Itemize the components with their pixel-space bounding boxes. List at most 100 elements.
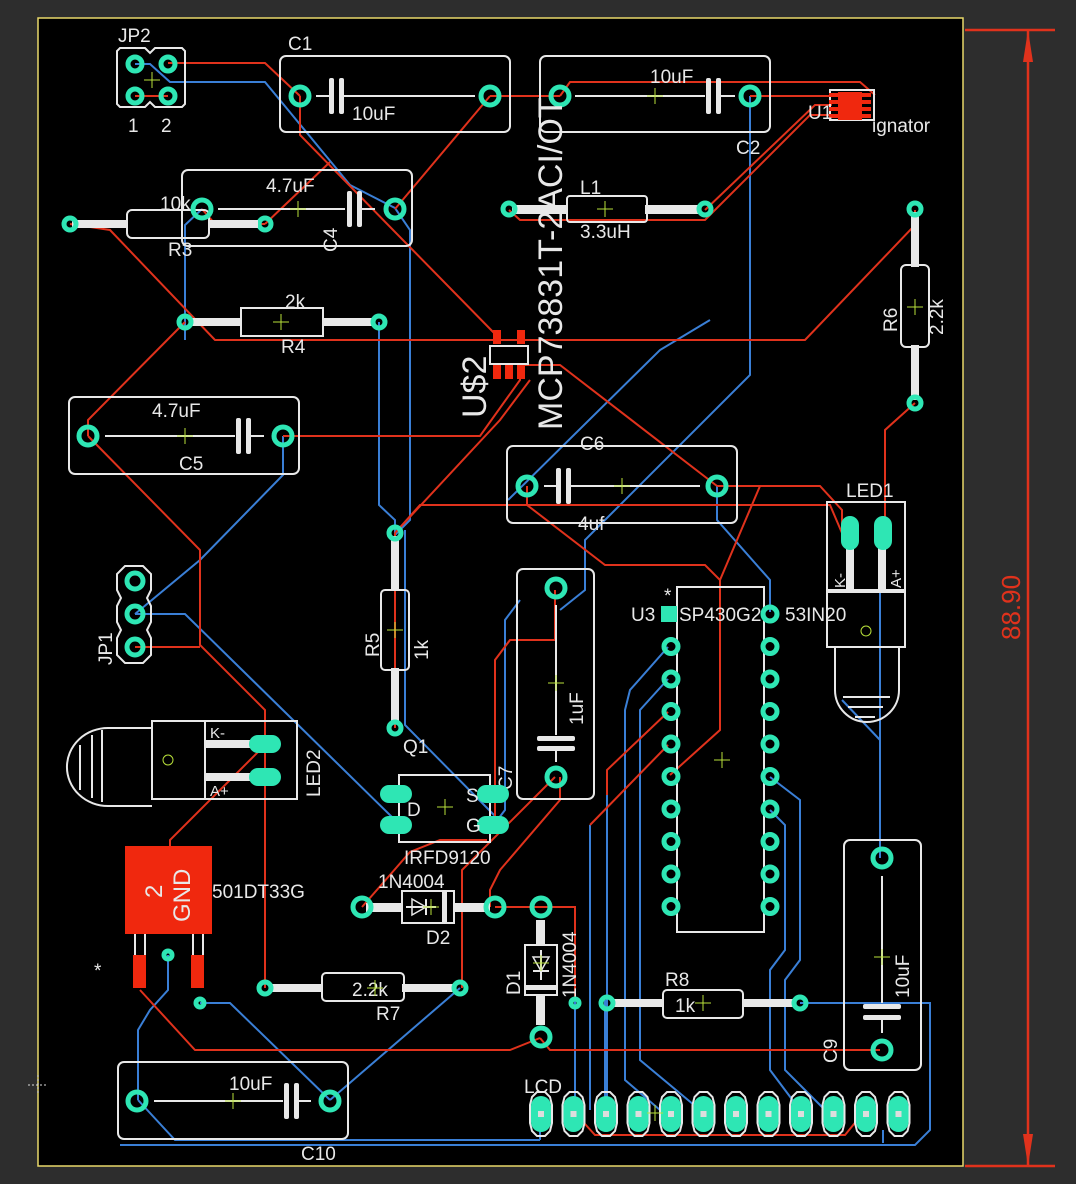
- component-r7[interactable]: 2.2k R7: [256, 972, 469, 1025]
- r3-label: R3: [168, 240, 192, 261]
- us2-label: U$2: [456, 356, 494, 418]
- c6-label: C6: [580, 434, 604, 455]
- q1-label: Q1: [403, 737, 428, 758]
- component-c9[interactable]: 10uF C9: [821, 839, 922, 1071]
- lcd-pin[interactable]: [626, 1091, 651, 1137]
- component-l1[interactable]: L1 3.3uH: [500, 178, 714, 243]
- u4-marker: *: [94, 961, 102, 982]
- u3-pin[interactable]: [661, 734, 681, 754]
- component-r8[interactable]: R8 1k: [598, 970, 809, 1019]
- u3-pin[interactable]: [760, 767, 780, 786]
- u3-pin[interactable]: [661, 864, 681, 884]
- component-jp1[interactable]: JP1: [96, 565, 152, 665]
- c7-value: 1uF: [567, 692, 588, 725]
- component-c6[interactable]: C6 4uf: [506, 434, 738, 535]
- l1-value: 3.3uH: [580, 222, 631, 243]
- c10-value: 10uF: [229, 1074, 272, 1095]
- d1-value: 1N4004: [560, 931, 581, 998]
- u3-pin[interactable]: [661, 832, 681, 851]
- u3-pin[interactable]: [661, 897, 681, 916]
- lcd-pin[interactable]: [789, 1091, 813, 1137]
- u3-pin[interactable]: [661, 669, 681, 689]
- c9-label: C9: [821, 1039, 842, 1063]
- origin-crosshair-icon: [28, 1075, 48, 1095]
- component-us2[interactable]: U$2 MCP73831T-2ACI/OT: [456, 97, 570, 430]
- component-d2[interactable]: 1N4004 D2: [350, 872, 507, 949]
- u3-pin[interactable]: [661, 637, 681, 656]
- component-led1[interactable]: LED1 K- A+: [826, 481, 906, 723]
- u3-pin[interactable]: [760, 897, 780, 916]
- component-u3[interactable]: * U3 SP430G2 53IN20: [631, 586, 846, 933]
- component-r6[interactable]: R6 2.2k: [881, 200, 948, 412]
- component-c1[interactable]: C1 10uF: [279, 34, 511, 133]
- component-r5[interactable]: R5 1k: [363, 524, 433, 737]
- dimension-label: 88.90: [996, 575, 1026, 640]
- lcd-pin[interactable]: [854, 1091, 878, 1137]
- d2-value: 1N4004: [378, 872, 445, 893]
- component-u4[interactable]: 2 GND 501DT33G *: [94, 846, 305, 1010]
- lcd-pin[interactable]: [724, 1091, 748, 1137]
- lcd-pin[interactable]: [561, 1091, 586, 1137]
- led2-k-label: K-: [210, 725, 225, 742]
- r3-value: 10k: [160, 194, 191, 215]
- component-r4[interactable]: 2k R4: [176, 292, 388, 358]
- c5-label: C5: [179, 454, 203, 475]
- component-c7[interactable]: 1uF C7: [496, 568, 595, 800]
- lcd-pin[interactable]: [756, 1091, 781, 1137]
- component-c4[interactable]: 4.7uF C4: [181, 169, 413, 252]
- r6-value: 2.2k: [927, 299, 948, 335]
- component-d1[interactable]: D1 1N4004: [504, 895, 582, 1049]
- u3-pin[interactable]: [760, 702, 780, 721]
- component-c5[interactable]: 4.7uF C5: [68, 396, 300, 475]
- u3-pin[interactable]: [760, 604, 780, 624]
- component-led2[interactable]: K- A+ LED2: [66, 720, 325, 807]
- component-r3[interactable]: 10k R3: [61, 194, 274, 261]
- lcd-pin[interactable]: [886, 1091, 911, 1137]
- jp2-pin1-label: 1: [128, 116, 139, 137]
- lcd-pin[interactable]: [529, 1091, 553, 1137]
- led2-a-label: A+: [210, 783, 229, 800]
- lcd-pin[interactable]: [594, 1091, 618, 1137]
- c2-value: 10uF: [650, 67, 693, 88]
- lcd-pin[interactable]: [821, 1091, 846, 1137]
- u3-pin[interactable]: [760, 734, 780, 754]
- component-u1[interactable]: U1 ignator: [808, 89, 931, 137]
- u3-pin[interactable]: [661, 767, 681, 786]
- u3-pin[interactable]: [760, 799, 780, 819]
- c1-value: 10uF: [352, 104, 395, 125]
- led2-label: LED2: [304, 749, 325, 797]
- c10-label: C10: [301, 1144, 336, 1165]
- dimension-measure[interactable]: 88.90: [965, 28, 1055, 1168]
- u3-pin[interactable]: [760, 669, 780, 689]
- u3-pin[interactable]: [760, 832, 780, 851]
- lcd-pin[interactable]: [691, 1091, 716, 1137]
- lcd-pin[interactable]: [659, 1091, 683, 1137]
- u3-pin[interactable]: [661, 702, 681, 721]
- u3-pin[interactable]: [760, 864, 780, 884]
- u3-pin[interactable]: [760, 637, 780, 656]
- led1-a-label: A+: [888, 569, 905, 588]
- component-c2[interactable]: C2 10uF: [539, 55, 771, 159]
- l1-label: L1: [580, 178, 601, 199]
- c5-value: 4.7uF: [152, 401, 201, 422]
- r8-label: R8: [665, 970, 689, 991]
- component-q1[interactable]: Q1 D S G IRFD9120: [380, 737, 509, 869]
- c6-value: 4uf: [578, 514, 605, 535]
- c1-label: C1: [288, 34, 312, 55]
- component-c10[interactable]: 10uF C10: [117, 1061, 349, 1165]
- us2-value: MCP73831T-2ACI/OT: [532, 97, 570, 430]
- board-outline: [37, 17, 964, 1167]
- c4-label: C4: [321, 227, 342, 252]
- d1-label: D1: [504, 971, 525, 995]
- component-jp2[interactable]: JP2 1 2: [116, 26, 186, 137]
- u1-value: ignator: [872, 116, 931, 137]
- u3-pin[interactable]: [661, 799, 681, 819]
- c4-value: 4.7uF: [266, 176, 315, 197]
- component-lcd[interactable]: LCD: [524, 1077, 911, 1137]
- r7-value: 2.2k: [352, 980, 388, 1001]
- q1-g-label: G: [466, 816, 481, 837]
- u4-pad-net: GND: [169, 869, 196, 922]
- u1-label: U1: [808, 103, 832, 124]
- r7-label: R7: [376, 1004, 400, 1025]
